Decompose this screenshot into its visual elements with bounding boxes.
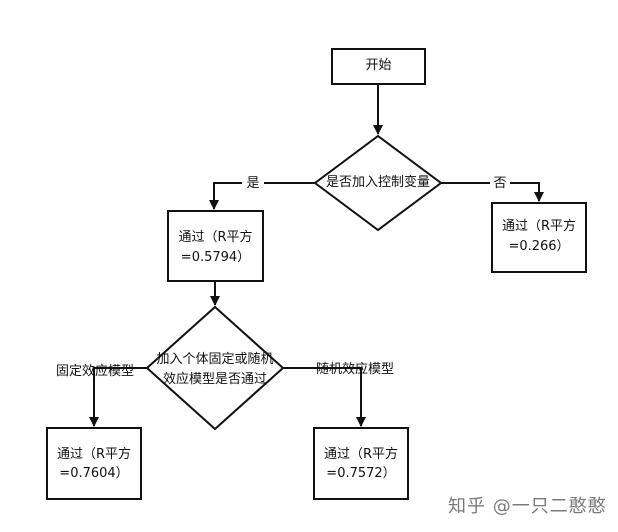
decision-control-label: 是否加入控制变量: [325, 175, 430, 190]
result-fixed-line2: =0.7604）: [59, 466, 129, 481]
result-control-line1: 通过（R平方: [178, 230, 253, 245]
arrow-no: [441, 182, 544, 202]
arrow-yes: [209, 182, 315, 210]
arrow-fixed: [89, 367, 147, 427]
decision-effect-line2: 效应模型是否通过: [162, 372, 267, 387]
edge-label-fixed: 固定效应模型: [55, 364, 134, 379]
decision-effect-line1: 加入个体固定或随机: [156, 352, 274, 367]
decision-effect-diamond: [145, 305, 285, 431]
decision-control-diamond: [313, 134, 443, 232]
result-no-control-box: [491, 202, 587, 273]
edge-label-random: 随机效应模型: [315, 362, 394, 377]
result-control-line2: =0.5794）: [180, 250, 251, 265]
result-random-box: [313, 427, 409, 500]
edge-label-yes: 是: [242, 174, 264, 194]
result-random-line2: =0.7572）: [326, 466, 396, 481]
result-no-control-line1: 通过（R平方: [501, 219, 577, 234]
result-random-line1: 通过（R平方: [323, 447, 399, 462]
edge-label-no: 否: [490, 174, 510, 194]
result-fixed-box: [46, 427, 142, 500]
result-fixed-line1: 通过（R平方: [56, 447, 132, 462]
result-no-control-line2: =0.266）: [508, 239, 570, 254]
start-label: 开始: [365, 58, 392, 73]
result-control-box: [167, 210, 264, 282]
watermark: 知乎 @一只二憨憨: [448, 496, 607, 517]
arrow-random: [283, 367, 366, 427]
